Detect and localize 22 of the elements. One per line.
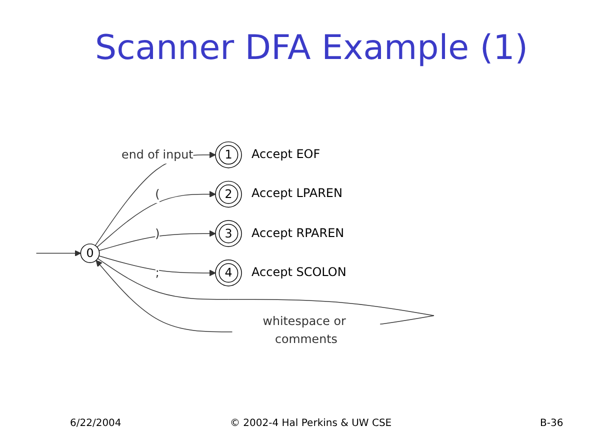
node-circle: 3: [215, 220, 242, 247]
state-caption: Accept RPAREN: [252, 226, 344, 240]
edge-label: ): [155, 226, 160, 240]
transition-arrow: [98, 256, 216, 276]
footer-text: © 2002-4 Hal Perkins & UW CSE: [230, 418, 392, 429]
node-circle: 1: [215, 141, 242, 168]
state-caption: Accept LPAREN: [252, 186, 342, 200]
footer-text: 6/22/2004: [70, 418, 122, 429]
transition-arrow: [98, 230, 216, 252]
footer-text: B-36: [540, 418, 564, 429]
transition-arrow: [96, 190, 216, 248]
slide-title: Scanner DFA Example (1): [95, 28, 528, 68]
edge-label: ;: [155, 266, 160, 280]
edge-label: end of input: [122, 147, 194, 162]
edge-label: (: [155, 186, 160, 201]
node-circle: 0: [80, 244, 100, 263]
state-caption: Accept EOF: [252, 146, 320, 161]
state-caption: Accept SCOLON: [252, 264, 346, 279]
transition-arrow: [36, 250, 81, 257]
node-circle: 4: [215, 260, 242, 286]
edge-label: whitespace or comments: [262, 314, 346, 346]
node-circle: 2: [215, 180, 242, 208]
